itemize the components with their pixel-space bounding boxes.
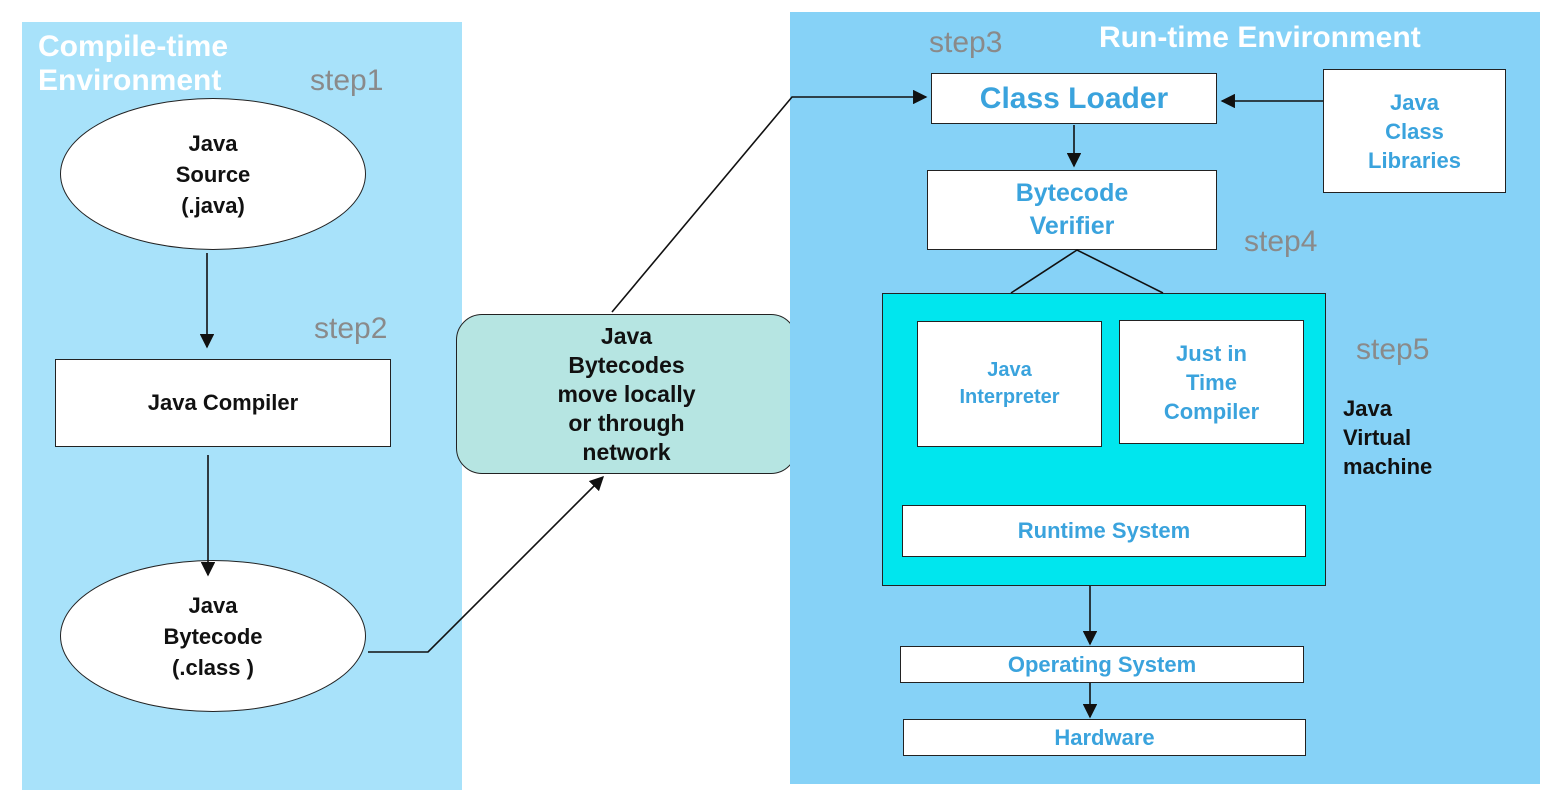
step4-label: step4	[1244, 225, 1318, 258]
step1-label: step1	[310, 64, 384, 97]
runtime-system-node: Runtime System	[902, 505, 1306, 557]
compile-time-title: Compile-time Environment	[38, 30, 229, 97]
hardware-node: Hardware	[903, 719, 1306, 756]
step3-label: step3	[929, 26, 1003, 59]
bytecode-verifier-node: Bytecode Verifier	[927, 170, 1217, 250]
java-interpreter-node: Java Interpreter	[917, 321, 1102, 447]
java-bytecode-node: Java Bytecode (.class )	[60, 560, 366, 712]
operating-system-node: Operating System	[900, 646, 1304, 683]
java-source-node: Java Source (.java)	[60, 98, 366, 250]
java-class-libraries-node: Java Class Libraries	[1323, 69, 1506, 193]
run-time-title: Run-time Environment	[1099, 21, 1421, 54]
jvm-label: Java Virtual machine	[1343, 396, 1433, 479]
step5-label: step5	[1356, 333, 1430, 366]
bytecode-transfer-node: Java Bytecodes move locally or through n…	[456, 314, 797, 474]
class-loader-node: Class Loader	[931, 73, 1217, 124]
jit-compiler-node: Just in Time Compiler	[1119, 320, 1304, 444]
step2-label: step2	[314, 312, 388, 345]
java-compiler-node: Java Compiler	[55, 359, 391, 447]
